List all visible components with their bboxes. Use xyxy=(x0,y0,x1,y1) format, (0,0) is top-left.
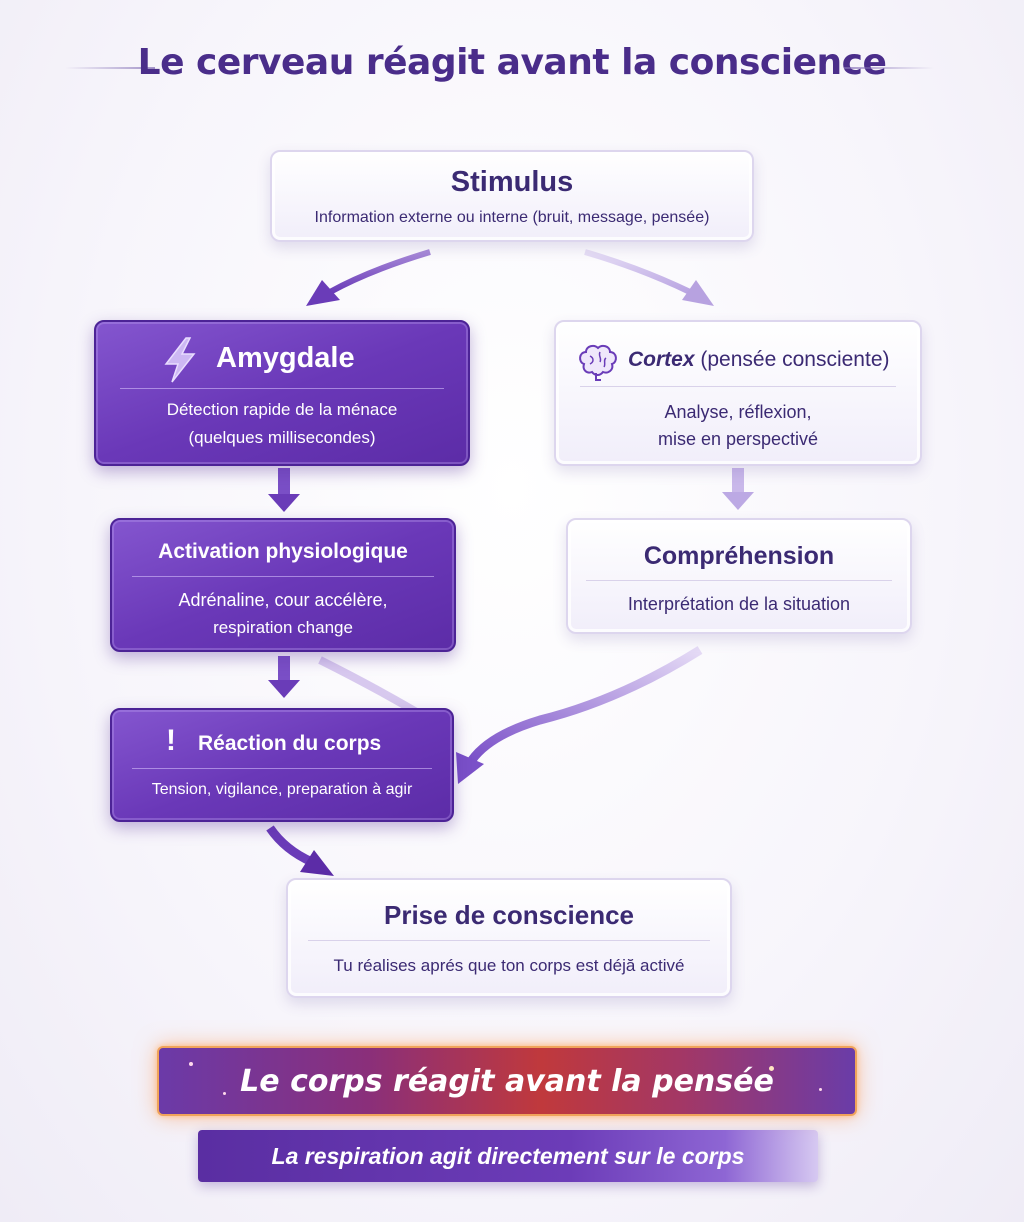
arrowhead-reaction xyxy=(268,680,300,698)
page-title: Le cerveau réagit avant la conscience xyxy=(137,42,887,83)
arrowhead-cortex xyxy=(682,280,714,306)
sparkle xyxy=(769,1066,774,1071)
activation-line1: Adrénaline, cour accélère, xyxy=(178,590,388,610)
stimulus-box: Stimulus Information externe ou interne … xyxy=(270,150,754,242)
cortex-divider xyxy=(580,386,896,387)
sparkle xyxy=(189,1062,193,1066)
cortex-heading-rest: (pensée consciente) xyxy=(700,348,890,371)
prise-description: Tu réalises aprés que ton corps est déjă… xyxy=(333,956,685,975)
activation-line2: respiration change xyxy=(213,618,353,637)
sub-message-banner: La respiration agit directement sur le c… xyxy=(198,1130,818,1182)
prise-divider xyxy=(308,940,710,941)
title-area: Le cerveau réagit avant la conscience xyxy=(0,38,1024,98)
arrow-stimulus-amygdale xyxy=(328,249,431,295)
sparkle xyxy=(223,1092,226,1095)
reaction-heading: Réaction du corps xyxy=(198,732,382,755)
reaction-box: ! Réaction du corps Tension, vigilance, … xyxy=(110,708,454,822)
amygdale-box: Amygdale Détection rapide de la ménace (… xyxy=(94,320,470,466)
stimulus-heading: Stimulus xyxy=(450,166,574,198)
arrowhead-merge xyxy=(456,752,484,784)
lightning-icon xyxy=(160,336,200,389)
stimulus-description: Information externe ou interne (bruit, m… xyxy=(314,209,710,226)
arrowhead-prise xyxy=(300,850,334,876)
brain-icon xyxy=(576,342,620,387)
amygdale-line1: Détection rapide de la ménace xyxy=(166,400,398,419)
activation-divider xyxy=(132,576,434,577)
banner-text: Le corps réagit avant la pensée xyxy=(240,1064,774,1099)
activation-box: Activation physiologique Adrénaline, cou… xyxy=(110,518,456,652)
cortex-heading-bold: Cortex xyxy=(628,348,695,371)
key-message-banner: Le corps réagit avant la pensée xyxy=(157,1046,857,1116)
prise-box: Prise de conscience Tu réalises aprés qu… xyxy=(286,878,732,998)
exclamation-icon: ! xyxy=(166,724,176,757)
reaction-divider xyxy=(132,768,432,769)
amygdale-heading: Amygdale xyxy=(216,342,355,374)
cortex-line2: mise en perspectivé xyxy=(657,429,819,449)
cortex-box: Cortex (pensée consciente) Analyse, réfl… xyxy=(554,320,922,466)
reaction-description: Tension, vigilance, preparation à agir xyxy=(151,781,413,798)
activation-heading: Activation physiologique xyxy=(158,540,408,563)
cortex-line1: Analyse, réflexion, xyxy=(664,402,812,422)
arrowhead-comprehension xyxy=(722,492,754,510)
arrow-activation-reaction xyxy=(278,656,290,680)
sparkle xyxy=(819,1088,822,1091)
arrow-cortex-comprehension xyxy=(732,468,744,492)
arrowhead-amygdale xyxy=(306,280,340,306)
arrow-reaction-prise xyxy=(266,825,314,867)
comprehension-box: Compréhension Interprétation de la situa… xyxy=(566,518,912,634)
title-divider-left xyxy=(65,67,155,69)
arrowhead-activation xyxy=(268,494,300,512)
arrow-comprehension-reaction xyxy=(468,646,703,763)
comprehension-heading: Compréhension xyxy=(643,542,835,570)
title-divider-right xyxy=(844,67,934,69)
comprehension-description: Interprétation de la situation xyxy=(627,594,851,614)
arrow-amygdale-activation xyxy=(278,468,290,494)
cortex-heading: Cortex (pensée consciente) xyxy=(628,348,890,372)
amygdale-line2: (quelques millisecondes) xyxy=(188,428,376,447)
arrow-stimulus-cortex xyxy=(584,249,692,295)
prise-heading: Prise de conscience xyxy=(383,900,635,930)
comprehension-divider xyxy=(586,580,892,581)
subbanner-text: La respiration agit directement sur le c… xyxy=(271,1143,745,1169)
amygdale-divider xyxy=(120,388,444,389)
